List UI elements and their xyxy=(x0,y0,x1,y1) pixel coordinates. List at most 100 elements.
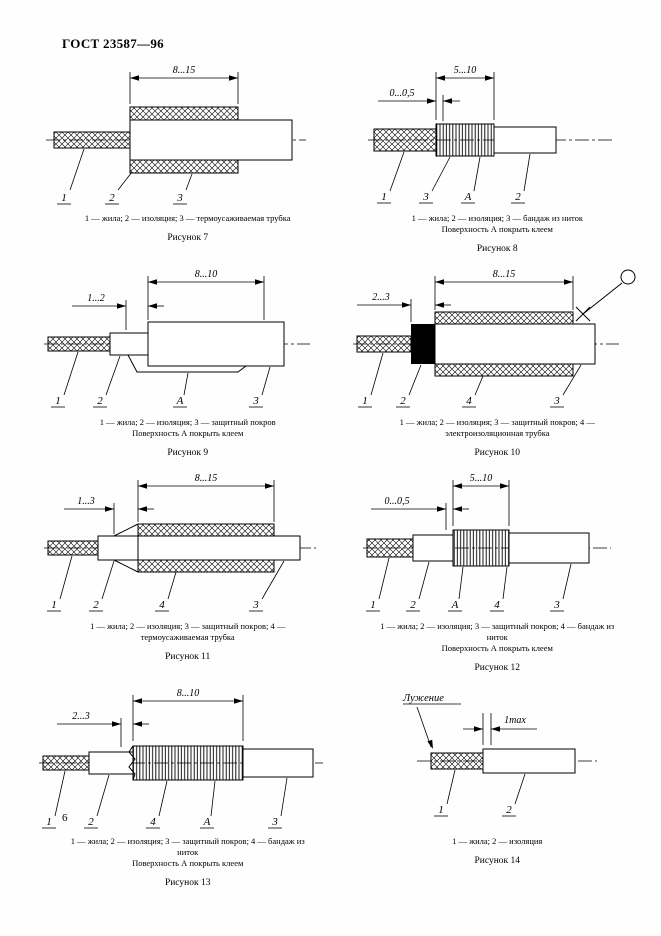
dimension-main: 8...10 xyxy=(147,269,265,321)
figure-row-4: 8...10 2...3 1 xyxy=(36,683,649,888)
svg-text:1: 1 xyxy=(439,804,445,816)
svg-text:2...3: 2...3 xyxy=(72,711,90,722)
part-label-1: 1 xyxy=(366,558,390,612)
insulation xyxy=(97,535,139,561)
protective-cover xyxy=(137,535,301,561)
part-label-2: 2 xyxy=(502,774,526,817)
svg-text:0...0,5: 0...0,5 xyxy=(390,88,415,99)
heat-shrink-tube xyxy=(113,523,275,573)
svg-text:1: 1 xyxy=(51,599,57,611)
svg-text:4: 4 xyxy=(150,816,156,828)
surface-label-A: А xyxy=(448,567,464,612)
svg-text:8...10: 8...10 xyxy=(176,688,199,699)
dimension-main: 8...10 xyxy=(132,688,244,742)
svg-text:5...10: 5...10 xyxy=(454,65,477,76)
svg-text:3: 3 xyxy=(423,191,430,203)
wire xyxy=(42,755,90,771)
figure-12-drawing: 5...10 0...0,5 1 xyxy=(363,473,612,612)
part-label-2: 2 xyxy=(104,171,133,205)
part-label-3: 3 xyxy=(550,364,582,408)
wire xyxy=(366,538,414,558)
figure-caption-note: Поверхность А покрыть клеем xyxy=(132,428,244,439)
svg-text:8...10: 8...10 xyxy=(194,269,217,280)
insulation xyxy=(482,748,576,774)
svg-text:2: 2 xyxy=(507,804,513,816)
dimension-small: 1...2 xyxy=(71,293,164,331)
dimension-small: 1max xyxy=(463,713,538,746)
svg-text:1: 1 xyxy=(46,816,52,828)
dimension-small: 1...3 xyxy=(63,496,154,535)
part-label-1: 1 xyxy=(377,151,405,204)
figure-7: 8...15 1 2 3 xyxy=(36,60,339,254)
svg-text:1...3: 1...3 xyxy=(77,496,95,507)
figure-title: Рисунок 8 xyxy=(476,244,518,255)
part-label-1: 1 xyxy=(434,770,456,817)
part-label-4: 4 xyxy=(154,572,177,612)
figure-caption-note: Поверхность А покрыть клеем xyxy=(441,643,553,654)
wire xyxy=(47,336,111,352)
figure-caption: 1 — жила; 2 — изоляция; 3 — термоусажива… xyxy=(84,213,291,223)
dimension-small: 2...3 xyxy=(56,711,149,748)
figure-14: Лужение 1max xyxy=(346,683,649,888)
part-label-4: 4 xyxy=(145,781,168,829)
part-label-3: 3 xyxy=(419,156,451,204)
figure-8-drawing: 5...10 0...0,5 1 xyxy=(368,65,615,204)
svg-text:3: 3 xyxy=(252,599,259,611)
figure-11: 8...15 1...3 1 xyxy=(36,468,339,673)
doc-header: ГОСТ 23587—96 xyxy=(62,36,164,51)
figure-10: 8...15 2...3 1 xyxy=(346,264,649,458)
protective-cover xyxy=(147,321,285,367)
wire xyxy=(373,128,437,152)
figure-caption: 1 — жила; 2 — изоляция; 3 — бандаж из ни… xyxy=(411,213,583,223)
svg-text:3: 3 xyxy=(176,192,183,204)
svg-text:4: 4 xyxy=(467,395,473,407)
svg-text:2: 2 xyxy=(516,191,522,203)
figure-caption: 1 — жила; 2 — изоляция; 3 — защитный пок… xyxy=(399,417,595,439)
cable-body xyxy=(129,119,293,161)
figure-13: 8...10 2...3 1 xyxy=(36,683,339,888)
figure-title: Рисунок 7 xyxy=(167,233,209,244)
figure-title: Рисунок 11 xyxy=(165,652,211,663)
part-label-2: 2 xyxy=(511,153,531,204)
figure-title: Рисунок 13 xyxy=(164,878,211,889)
figure-title: Рисунок 10 xyxy=(474,448,521,459)
part-label-3: 3 xyxy=(248,366,271,408)
figure-7-drawing: 8...15 1 2 3 xyxy=(45,65,306,205)
figure-11-drawing: 8...15 1...3 1 xyxy=(43,473,316,612)
figure-row-1: 8...15 1 2 3 xyxy=(36,60,649,254)
figure-9-drawing: 8...10 1...2 1 xyxy=(43,269,310,408)
figure-caption: 1 — жила; 2 — изоляция xyxy=(452,836,543,847)
dimension-small: 0...0,5 xyxy=(371,496,470,531)
svg-text:3: 3 xyxy=(271,816,278,828)
wire xyxy=(430,752,484,770)
svg-text:1: 1 xyxy=(55,395,61,407)
part-label-2: 2 xyxy=(83,775,110,829)
dimension-main: 8...15 xyxy=(129,65,239,104)
part-label-3: 3 xyxy=(550,564,572,612)
surface-label-A: А xyxy=(199,781,216,829)
dimension-main: 5...10 xyxy=(452,473,510,527)
part-label-3: 3 xyxy=(248,560,285,612)
svg-text:8...15: 8...15 xyxy=(194,473,217,484)
svg-text:1: 1 xyxy=(61,192,67,204)
svg-text:А: А xyxy=(451,599,459,611)
figure-title: Рисунок 12 xyxy=(474,663,521,674)
part-label-3: 3 xyxy=(172,173,193,205)
part-label-1: 1 xyxy=(56,148,85,205)
svg-text:1max: 1max xyxy=(504,715,526,726)
cable-body xyxy=(434,323,596,365)
dimension-small: 0...0,5 xyxy=(378,88,461,121)
insulation xyxy=(412,534,454,562)
figure-caption: 1 — жила; 2 — изоляция; 3 — защитный пок… xyxy=(90,621,286,643)
marking-flag xyxy=(575,269,636,322)
figure-caption: 1 — жила; 2 — изоляция; 3 — защитный пок… xyxy=(380,621,615,643)
thread-bandage xyxy=(435,123,495,157)
svg-text:А: А xyxy=(202,816,210,828)
part-label-1: 1 xyxy=(46,556,73,612)
heat-shrink-tube xyxy=(129,106,239,174)
tinning-callout: Лужение xyxy=(402,693,462,750)
insulation xyxy=(493,126,557,154)
svg-text:2: 2 xyxy=(93,599,99,611)
svg-text:3: 3 xyxy=(554,599,561,611)
figure-caption-note: Поверхность А покрыть клеем xyxy=(132,858,244,869)
